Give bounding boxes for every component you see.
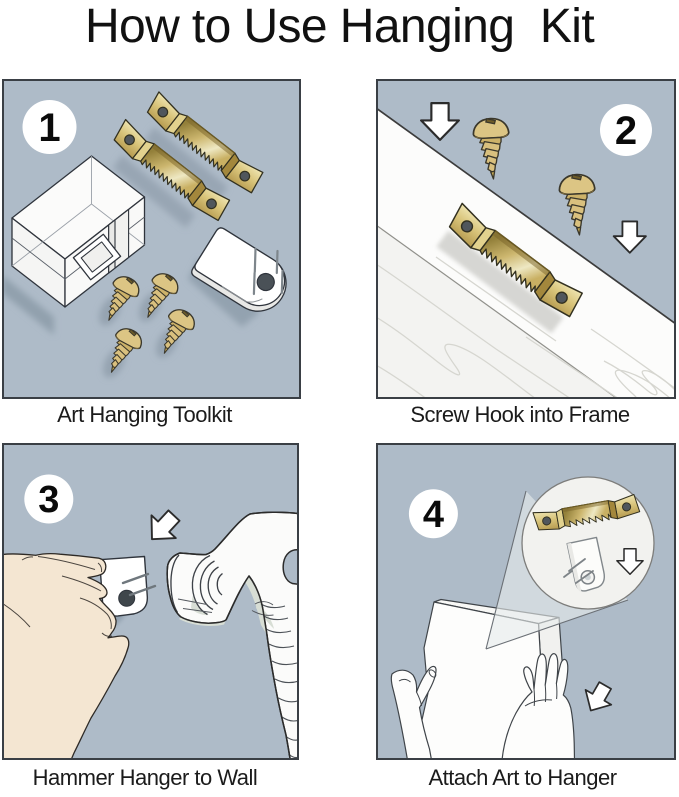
svg-text:3: 3	[38, 479, 59, 521]
svg-text:2: 2	[615, 109, 637, 153]
svg-text:1: 1	[38, 106, 60, 150]
svg-text:4: 4	[423, 494, 444, 536]
